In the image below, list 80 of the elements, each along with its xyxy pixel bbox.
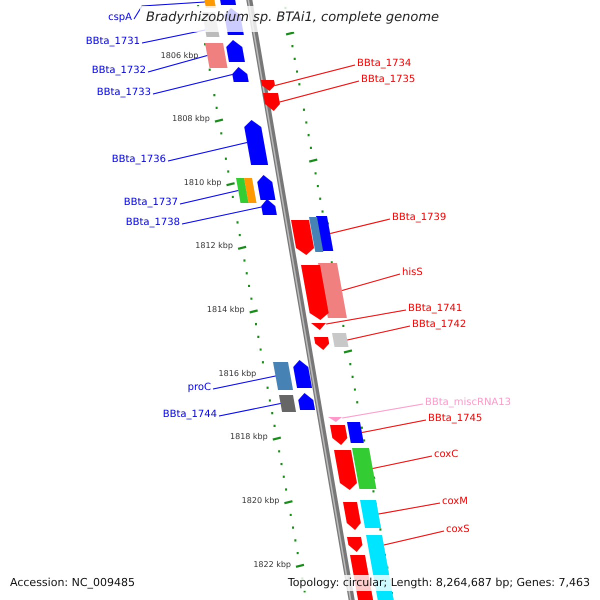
leader-line xyxy=(274,64,356,86)
gene-label: BBta_1737 xyxy=(124,197,178,209)
gene-label: BBta_1739 xyxy=(392,212,446,224)
gene-feature xyxy=(244,120,268,165)
gene-feature xyxy=(328,417,342,422)
gene-feature xyxy=(360,500,382,528)
gene-feature xyxy=(236,178,248,203)
leader-line xyxy=(180,190,239,204)
leader-line xyxy=(341,274,400,291)
scale-label: 1820 kbp xyxy=(242,496,280,506)
gene-feature xyxy=(334,450,357,490)
genome-summary: Topology: circular; Length: 8,264,687 bp; Genes: 7,463 xyxy=(286,575,592,591)
gene-feature xyxy=(261,199,277,215)
gene-label: BBta_1736 xyxy=(112,154,166,166)
scale-label: 1814 kbp xyxy=(206,305,245,315)
gene-feature xyxy=(263,93,280,111)
gene-feature xyxy=(311,323,326,330)
gene-feature xyxy=(347,537,362,552)
gene-feature xyxy=(226,40,245,62)
gene-feature xyxy=(293,360,312,388)
leader-line xyxy=(372,456,432,469)
gene-label: BBta_1732 xyxy=(92,65,146,77)
gene-feature xyxy=(279,395,296,412)
gene-feature xyxy=(291,220,314,255)
leader-line xyxy=(361,420,426,433)
gene-label: BBta_1731 xyxy=(86,36,140,48)
gene-feature xyxy=(205,43,228,68)
leader-line xyxy=(326,310,406,324)
gene-label: proC xyxy=(188,382,211,394)
gene-label: coxS xyxy=(446,524,470,536)
gene-label: cspA xyxy=(108,12,132,24)
gene-label: hisS xyxy=(402,267,423,279)
scale-label: 1810 kbp xyxy=(184,178,222,188)
gene-label: BBta_1733 xyxy=(96,87,151,99)
gene-feature xyxy=(273,362,294,390)
accession-note: Accession: NC_009485 xyxy=(8,575,138,591)
gene-feature xyxy=(257,175,276,200)
gene-feature xyxy=(244,178,256,203)
gene-feature xyxy=(314,337,330,350)
gene-label: BBta_miscRNA13 xyxy=(425,397,511,409)
gene-label: BBta_1735 xyxy=(361,74,416,86)
scale-label: 1818 kbp xyxy=(230,432,268,442)
gene-feature xyxy=(343,502,361,530)
gene-feature xyxy=(316,216,334,251)
gene-feature xyxy=(232,67,249,82)
leader-line xyxy=(383,530,444,546)
gene-label: BBta_1734 xyxy=(357,58,412,70)
gene-label: coxM xyxy=(442,496,468,508)
gene-feature xyxy=(261,80,275,91)
leader-line xyxy=(134,2,206,20)
scale-label: 1812 kbp xyxy=(195,241,233,251)
leader-line xyxy=(279,80,360,102)
gene-label: BBta_1744 xyxy=(162,409,217,421)
leader-line xyxy=(346,326,410,340)
scale-label: 1806 kbp xyxy=(160,51,198,61)
leader-line xyxy=(182,206,262,224)
leader-line xyxy=(148,55,208,72)
gene-feature xyxy=(347,422,364,443)
leader-line xyxy=(378,502,440,514)
gene-label: BBta_1742 xyxy=(412,319,466,331)
leader-line xyxy=(152,74,233,94)
gene-label: BBta_1745 xyxy=(428,413,482,425)
gene-feature xyxy=(309,217,324,252)
leader-line xyxy=(218,403,282,416)
gene-feature xyxy=(330,425,348,445)
scale-label: 1808 kbp xyxy=(172,114,210,124)
gene-feature xyxy=(332,333,349,347)
gene-feature xyxy=(301,265,329,320)
leader-line xyxy=(342,404,424,418)
scale-label: 1822 kbp xyxy=(253,560,292,570)
scale-label: 1816 kbp xyxy=(218,369,256,379)
gene-label: coxC xyxy=(434,449,458,461)
leader-line xyxy=(330,218,390,234)
gene-feature xyxy=(318,263,347,318)
gene-label: BBta_1738 xyxy=(126,217,180,229)
leader-line xyxy=(168,142,248,162)
gene-label: BBta_1741 xyxy=(408,303,462,315)
leader-line xyxy=(212,376,276,390)
gene-feature xyxy=(298,393,316,410)
gene-feature xyxy=(352,448,376,489)
